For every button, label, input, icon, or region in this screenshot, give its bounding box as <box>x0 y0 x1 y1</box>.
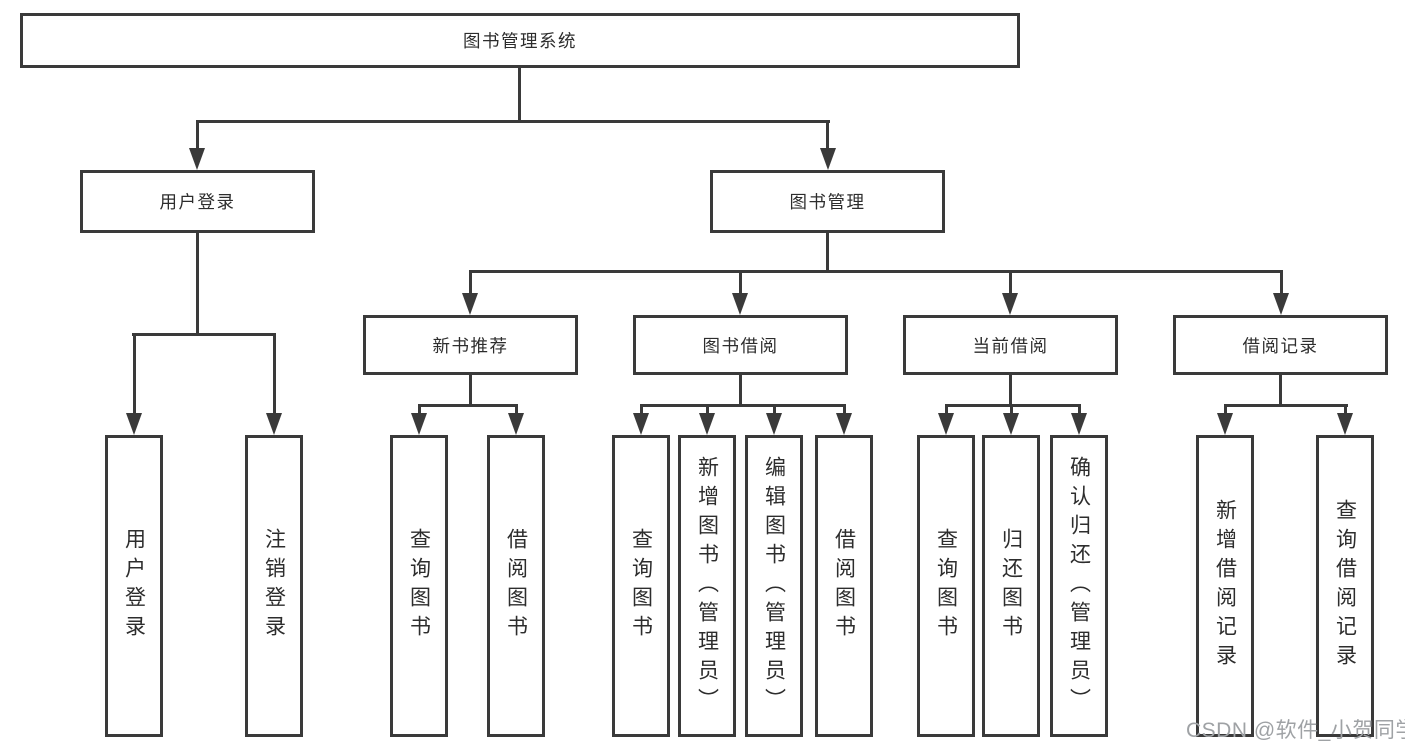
node-book-borrow: 图书借阅 <box>633 315 848 375</box>
node-user-login-label: 用户登录 <box>159 192 236 212</box>
leaf-borrow-add-admin-label: 新增图书（管理员） <box>695 455 719 717</box>
leaf-borrow-borrow-label: 借阅图书 <box>832 528 856 644</box>
leaf-borrow-query: 查询图书 <box>612 435 670 737</box>
leaf-newbook-borrow: 借阅图书 <box>487 435 545 737</box>
leaf-records-add: 新增借阅记录 <box>1196 435 1254 737</box>
connector-root-branch <box>196 120 830 123</box>
arrowhead-icon <box>1217 413 1233 435</box>
arrowhead-icon <box>732 293 748 315</box>
connector-bookmgmt-branch <box>469 270 1282 273</box>
connector-arrow-shaft <box>418 404 421 415</box>
connector-arrow-shaft <box>1009 270 1012 295</box>
leaf-borrow-edit-admin-label: 编辑图书（管理员） <box>762 455 786 717</box>
connector-bookborrow-branch <box>640 404 846 407</box>
node-borrow-records: 借阅记录 <box>1173 315 1388 375</box>
connector-newbook-stem <box>469 375 472 406</box>
connector-arrow-shaft <box>515 404 518 415</box>
leaf-newbook-query: 查询图书 <box>390 435 448 737</box>
connector-arrow-shaft <box>469 270 472 295</box>
arrowhead-icon <box>633 413 649 435</box>
node-borrow-records-label: 借阅记录 <box>1242 335 1319 356</box>
leaf-newbook-borrow-label: 借阅图书 <box>504 528 528 644</box>
leaf-current-query: 查询图书 <box>917 435 975 737</box>
leaf-current-confirm-admin-label: 确认归还（管理员） <box>1067 455 1091 717</box>
arrowhead-icon <box>1337 413 1353 435</box>
arrowhead-icon <box>938 413 954 435</box>
connector-arrow-shaft <box>843 404 846 415</box>
connector-arrow-shaft <box>706 404 709 415</box>
arrowhead-icon <box>699 413 715 435</box>
leaf-current-return: 归还图书 <box>982 435 1040 737</box>
connector-arrow-shaft <box>640 404 643 415</box>
leaf-borrow-add-admin: 新增图书（管理员） <box>678 435 736 737</box>
connector-userlogin-branch <box>132 333 276 336</box>
node-root-label: 图书管理系统 <box>463 31 577 51</box>
csdn-watermark: CSDN @软件_小贺同学 <box>1186 719 1405 742</box>
arrowhead-icon <box>1071 413 1087 435</box>
leaf-current-query-label: 查询图书 <box>934 528 958 644</box>
node-new-book-recommend-label: 新书推荐 <box>432 335 509 356</box>
arrowhead-icon <box>411 413 427 435</box>
node-book-borrow-label: 图书借阅 <box>702 335 779 356</box>
connector-userlogin-stem <box>196 233 199 335</box>
leaf-logout-label: 注销登录 <box>262 528 286 644</box>
leaf-user-login-label: 用户登录 <box>122 528 146 644</box>
connector-records-branch <box>1224 404 1348 407</box>
node-new-book-recommend: 新书推荐 <box>363 315 578 375</box>
node-book-management: 图书管理 <box>710 170 945 233</box>
arrowhead-icon <box>189 148 205 170</box>
leaf-current-confirm-admin: 确认归还（管理员） <box>1050 435 1108 737</box>
connector-arrow-shaft <box>773 404 776 415</box>
arrowhead-icon <box>462 293 478 315</box>
arrowhead-icon <box>836 413 852 435</box>
connector-arrow-shaft <box>1078 404 1081 415</box>
connector-arrow-shaft <box>1224 404 1227 415</box>
arrowhead-icon <box>820 148 836 170</box>
connector-arrow-shaft <box>1010 404 1013 415</box>
connector-arrow-shaft <box>1280 270 1283 295</box>
connector-records-stem <box>1279 375 1282 406</box>
connector-arrow-shaft <box>133 333 136 415</box>
node-root: 图书管理系统 <box>20 13 1020 68</box>
connector-currentborrow-branch <box>945 404 1081 407</box>
arrowhead-icon <box>1002 293 1018 315</box>
node-current-borrow: 当前借阅 <box>903 315 1118 375</box>
connector-currentborrow-stem <box>1009 375 1012 406</box>
leaf-records-query: 查询借阅记录 <box>1316 435 1374 737</box>
leaf-records-query-label: 查询借阅记录 <box>1333 499 1357 673</box>
connector-arrow-shaft <box>826 120 829 150</box>
leaf-current-return-label: 归还图书 <box>999 528 1023 644</box>
node-book-management-label: 图书管理 <box>789 192 866 212</box>
connector-arrow-shaft <box>1344 404 1347 415</box>
leaf-records-add-label: 新增借阅记录 <box>1213 499 1237 673</box>
connector-arrow-shaft <box>273 333 276 415</box>
leaf-user-login: 用户登录 <box>105 435 163 737</box>
connector-bookmgmt-stem <box>826 233 829 272</box>
connector-root-stem <box>518 68 521 122</box>
leaf-borrow-edit-admin: 编辑图书（管理员） <box>745 435 803 737</box>
connector-newbook-branch <box>418 404 518 407</box>
arrowhead-icon <box>766 413 782 435</box>
leaf-borrow-borrow: 借阅图书 <box>815 435 873 737</box>
leaf-newbook-query-label: 查询图书 <box>407 528 431 644</box>
arrowhead-icon <box>1003 413 1019 435</box>
connector-arrow-shaft <box>739 270 742 295</box>
connector-arrow-shaft <box>196 120 199 150</box>
connector-arrow-shaft <box>945 404 948 415</box>
connector-bookborrow-stem <box>739 375 742 406</box>
leaf-logout: 注销登录 <box>245 435 303 737</box>
arrowhead-icon <box>126 413 142 435</box>
node-user-login: 用户登录 <box>80 170 315 233</box>
node-current-borrow-label: 当前借阅 <box>972 335 1049 356</box>
leaf-borrow-query-label: 查询图书 <box>629 528 653 644</box>
arrowhead-icon <box>266 413 282 435</box>
arrowhead-icon <box>1273 293 1289 315</box>
arrowhead-icon <box>508 413 524 435</box>
